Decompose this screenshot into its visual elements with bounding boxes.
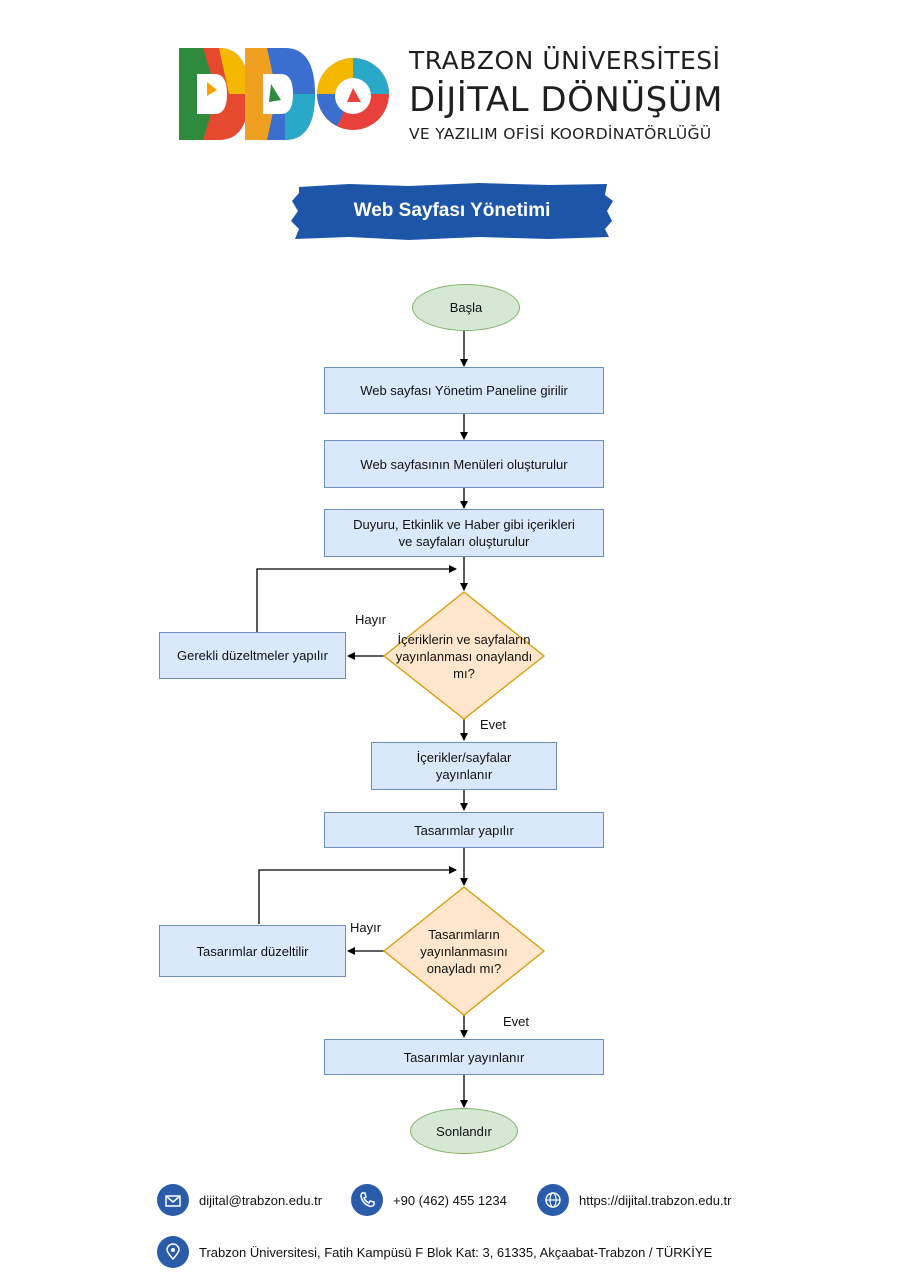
footer-website[interactable]: https://dijital.trabzon.edu.tr [537, 1184, 731, 1216]
footer-phone[interactable]: +90 (462) 455 1234 [351, 1184, 507, 1216]
decision-2-shape [382, 886, 546, 1016]
website-text[interactable]: https://dijital.trabzon.edu.tr [579, 1192, 732, 1208]
email-icon [157, 1184, 189, 1216]
location-pin-icon [157, 1236, 189, 1268]
label-yes-1: Evet [480, 717, 507, 732]
title-banner: Web Sayfası Yönetimi [289, 181, 615, 241]
step-designs-made: Tasarımlar yapılır [324, 812, 604, 848]
step-publish-designs: Tasarımlar yayınlanır [324, 1039, 604, 1075]
page-title: Web Sayfası Yönetimi [353, 200, 551, 221]
step-create-menus: Web sayfasının Menüleri oluşturulur [324, 440, 604, 488]
step-publish-content: İçerikler/sayfalar yayınlanır [371, 742, 557, 790]
step-enter-admin-panel: Web sayfası Yönetim Paneline girilir [324, 367, 604, 414]
footer-address: Trabzon Üniversitesi, Fatih Kampüsü F Bl… [157, 1236, 712, 1268]
decision-content-approved: İçeriklerin ve sayfaların yayınlanması o… [395, 631, 533, 681]
ddo-logo [179, 48, 389, 140]
org-line-2: DİJİTAL DÖNÜŞÜM [409, 80, 723, 120]
step-fix-designs: Tasarımlar düzeltilir [159, 925, 346, 977]
start-node: Başla [412, 284, 520, 331]
org-line-1: TRABZON ÜNİVERSİTESİ [409, 46, 721, 75]
step-create-content: Duyuru, Etkinlik ve Haber gibi içerikler… [324, 509, 604, 557]
label-no-2: Hayır [350, 920, 382, 935]
decision-1-shape [382, 591, 546, 720]
phone-icon [351, 1184, 383, 1216]
decision-design-approved: Tasarımların yayınlanmasını onayladı mı? [420, 926, 508, 976]
phone-text[interactable]: +90 (462) 455 1234 [393, 1192, 507, 1208]
globe-icon [537, 1184, 569, 1216]
footer-email[interactable]: dijital@trabzon.edu.tr [157, 1184, 322, 1216]
step-make-corrections: Gerekli düzeltmeler yapılır [159, 632, 346, 679]
org-line-3: VE YAZILIM OFİSİ KOORDİNATÖRLÜĞÜ [409, 125, 712, 143]
label-yes-2: Evet [503, 1014, 530, 1029]
organization-name: TRABZON ÜNİVERSİTESİ DİJİTAL DÖNÜŞÜM VE … [409, 44, 723, 146]
end-node: Sonlandır [410, 1108, 518, 1154]
address-text: Trabzon Üniversitesi, Fatih Kampüsü F Bl… [199, 1244, 713, 1260]
label-no-1: Hayır [355, 612, 387, 627]
email-text[interactable]: dijital@trabzon.edu.tr [199, 1192, 323, 1208]
